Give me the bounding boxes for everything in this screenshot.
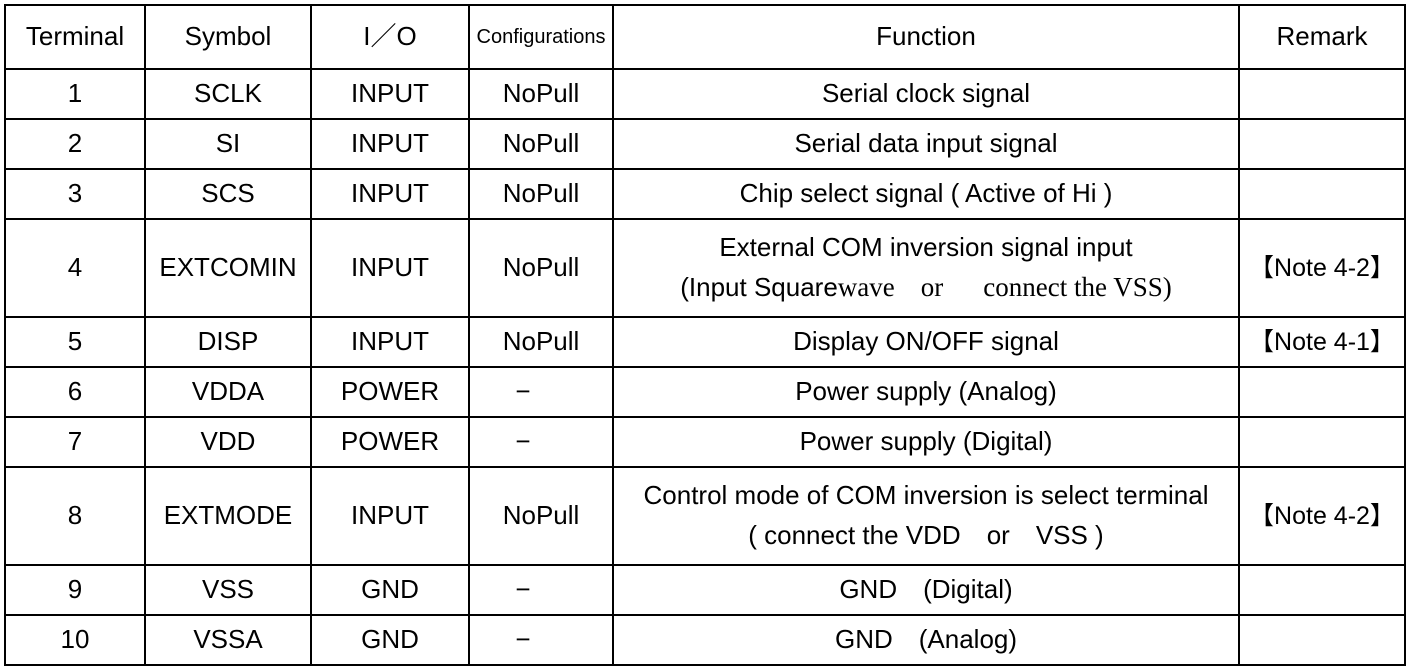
table-row: 10 VSSA GND − GND (Analog): [4, 614, 1406, 666]
cell-remark: 【Note 4-2】: [1238, 466, 1406, 566]
cell-function: Display ON/OFF signal: [612, 316, 1240, 368]
config-dash: −: [515, 574, 531, 605]
table-row: 1 SCLK INPUT NoPull Serial clock signal: [4, 68, 1406, 120]
cell-symbol: EXTCOMIN: [144, 218, 312, 318]
cell-terminal: 8: [4, 466, 146, 566]
config-dash: −: [515, 376, 531, 407]
cell-io: GND: [310, 564, 470, 616]
cell-io: INPUT: [310, 168, 470, 220]
cell-configurations: −: [468, 416, 614, 468]
cell-function: Serial data input signal: [612, 118, 1240, 170]
cell-terminal: 3: [4, 168, 146, 220]
column-header-configurations: Configurations: [468, 4, 614, 70]
cell-symbol: SCS: [144, 168, 312, 220]
function-text-sans: (Input Square: [680, 272, 838, 303]
function-text-qualifier: (Analog): [918, 624, 1018, 655]
table-header: Terminal Symbol I／O Configurations Funct…: [4, 4, 1406, 70]
cell-configurations: −: [468, 564, 614, 616]
cell-symbol: VSSA: [144, 614, 312, 666]
cell-function: External COM inversion signal input (Inp…: [612, 218, 1240, 318]
cell-configurations: −: [468, 366, 614, 418]
table-row: 4 EXTCOMIN INPUT NoPull External COM inv…: [4, 218, 1406, 318]
cell-terminal: 2: [4, 118, 146, 170]
function-text-qualifier: (Digital): [923, 574, 1013, 605]
terminal-pin-assignment-table: Terminal Symbol I／O Configurations Funct…: [4, 4, 1406, 666]
cell-configurations: NoPull: [468, 168, 614, 220]
cell-symbol: EXTMODE: [144, 466, 312, 566]
config-dash: −: [515, 624, 531, 655]
cell-terminal: 7: [4, 416, 146, 468]
table-row: 3 SCS INPUT NoPull Chip select signal ( …: [4, 168, 1406, 220]
table-row: 9 VSS GND − GND (Digital): [4, 564, 1406, 616]
cell-configurations: −: [468, 614, 614, 666]
cell-configurations: NoPull: [468, 218, 614, 318]
cell-remark: [1238, 416, 1406, 468]
cell-io: INPUT: [310, 118, 470, 170]
cell-symbol: VSS: [144, 564, 312, 616]
table-row: 7 VDD POWER − Power supply (Digital): [4, 416, 1406, 468]
column-header-io: I／O: [310, 4, 470, 70]
cell-function: Power supply (Analog): [612, 366, 1240, 418]
cell-remark: [1238, 118, 1406, 170]
cell-configurations: NoPull: [468, 316, 614, 368]
function-text-vss: VSS ): [1035, 520, 1104, 550]
cell-configurations: NoPull: [468, 466, 614, 566]
cell-symbol: SI: [144, 118, 312, 170]
function-text-or: or: [986, 520, 1010, 550]
cell-remark: [1238, 564, 1406, 616]
cell-symbol: VDDA: [144, 366, 312, 418]
table-body: 1 SCLK INPUT NoPull Serial clock signal …: [4, 68, 1406, 666]
function-text-serif-wave: wave: [837, 272, 895, 303]
cell-terminal: 1: [4, 68, 146, 120]
column-header-function: Function: [612, 4, 1240, 70]
table-row: 2 SI INPUT NoPull Serial data input sign…: [4, 118, 1406, 170]
column-header-terminal: Terminal: [4, 4, 146, 70]
cell-remark: 【Note 4-1】: [1238, 316, 1406, 368]
cell-function: Serial clock signal: [612, 68, 1240, 120]
function-text-serif-connect: connect the VSS): [983, 272, 1172, 303]
cell-io: INPUT: [310, 466, 470, 566]
cell-io: POWER: [310, 416, 470, 468]
function-line-primary: External COM inversion signal input: [719, 231, 1133, 262]
cell-remark: [1238, 68, 1406, 120]
function-text-gnd: GND: [834, 624, 893, 655]
cell-remark: [1238, 366, 1406, 418]
cell-symbol: DISP: [144, 316, 312, 368]
table-header-row: Terminal Symbol I／O Configurations Funct…: [4, 4, 1406, 70]
function-text-connect-vdd: ( connect the VDD: [748, 520, 961, 550]
cell-function: GND (Digital): [612, 564, 1240, 616]
cell-io: INPUT: [310, 316, 470, 368]
cell-symbol: VDD: [144, 416, 312, 468]
table-row: 6 VDDA POWER − Power supply (Analog): [4, 366, 1406, 418]
cell-function: Power supply (Digital): [612, 416, 1240, 468]
table-row: 5 DISP INPUT NoPull Display ON/OFF signa…: [4, 316, 1406, 368]
cell-io: GND: [310, 614, 470, 666]
cell-terminal: 5: [4, 316, 146, 368]
function-line-primary: Control mode of COM inversion is select …: [643, 480, 1209, 511]
cell-io: INPUT: [310, 68, 470, 120]
cell-configurations: NoPull: [468, 68, 614, 120]
config-dash: −: [515, 426, 531, 457]
cell-io: POWER: [310, 366, 470, 418]
column-header-symbol: Symbol: [144, 4, 312, 70]
cell-remark: [1238, 614, 1406, 666]
function-text-gnd: GND: [839, 574, 898, 605]
cell-configurations: NoPull: [468, 118, 614, 170]
cell-remark: [1238, 168, 1406, 220]
table-row: 8 EXTMODE INPUT NoPull Control mode of C…: [4, 466, 1406, 566]
cell-terminal: 10: [4, 614, 146, 666]
cell-function: Control mode of COM inversion is select …: [612, 466, 1240, 566]
cell-terminal: 9: [4, 564, 146, 616]
cell-function: Chip select signal ( Active of Hi ): [612, 168, 1240, 220]
function-text-serif-or: or: [920, 272, 944, 303]
function-line-secondary: ( connect the VDD or VSS ): [616, 520, 1236, 551]
cell-io: INPUT: [310, 218, 470, 318]
cell-remark: 【Note 4-2】: [1238, 218, 1406, 318]
cell-symbol: SCLK: [144, 68, 312, 120]
cell-terminal: 6: [4, 366, 146, 418]
cell-function: GND (Analog): [612, 614, 1240, 666]
cell-terminal: 4: [4, 218, 146, 318]
column-header-remark: Remark: [1238, 4, 1406, 70]
